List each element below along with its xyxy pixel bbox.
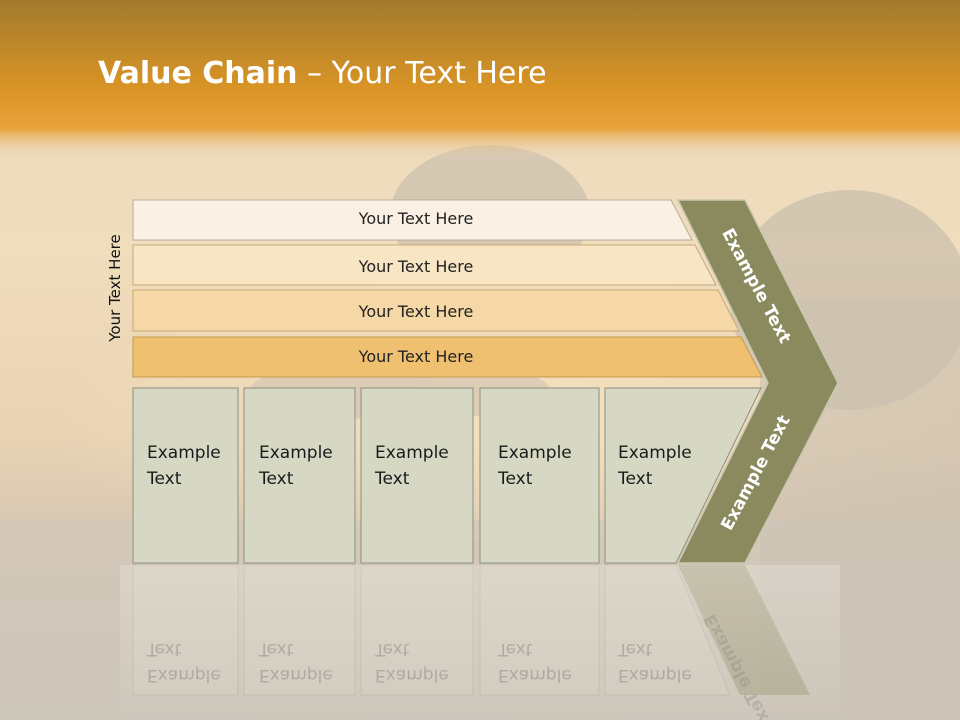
row-label-3: Your Text Here <box>358 302 474 321</box>
box-1-line2: Text <box>147 469 182 489</box>
reflection-1-line1: Example <box>147 665 221 685</box>
reflection-4-line2: Text <box>498 639 533 659</box>
reflection-label-1: Example Text <box>147 636 247 688</box>
row-label-2: Your Text Here <box>358 257 474 276</box>
reflection-label-4: Example Text <box>498 636 598 688</box>
reflection-1-line2: Text <box>147 639 182 659</box>
chevron-arrow <box>676 199 839 564</box>
box-2-line1: Example <box>259 443 333 463</box>
box-2-line2: Text <box>259 469 294 489</box>
box-4-line1: Example <box>498 443 572 463</box>
box-3-line2: Text <box>375 469 410 489</box>
box-3 <box>360 387 474 564</box>
reflection-label-5: Example Text <box>618 636 718 688</box>
box-4-line2: Text <box>498 469 533 489</box>
box-5-line1: Example <box>618 443 692 463</box>
box-1-line1: Example <box>147 443 221 463</box>
row-bar-2 <box>132 244 717 286</box>
box-5 <box>604 387 762 564</box>
row-bar-4 <box>132 336 763 378</box>
reflection-3-line2: Text <box>375 639 410 659</box>
reflection-label-2: Example Text <box>259 636 359 688</box>
row-bar-1 <box>132 199 693 241</box>
row-bar-3 <box>132 289 740 332</box>
box-1 <box>132 387 239 564</box>
box-3-line1: Example <box>375 443 449 463</box>
row-label-1: Your Text Here <box>358 209 474 228</box>
reflection-5-line2: Text <box>618 639 653 659</box>
box-4 <box>479 387 600 564</box>
reflection-2-line2: Text <box>259 639 294 659</box>
reflection-4-line1: Example <box>498 665 572 685</box>
reflection-3-line1: Example <box>375 665 449 685</box>
title-bold: Value Chain <box>98 56 298 91</box>
reflection-label-3: Example Text <box>375 636 475 688</box>
slide-title: Value Chain – Your Text Here <box>98 54 547 94</box>
box-2 <box>243 387 356 564</box>
reflection-2-line1: Example <box>259 665 333 685</box>
row-label-4: Your Text Here <box>358 347 474 366</box>
box-5-line2: Text <box>618 469 653 489</box>
title-rest: – Your Text Here <box>297 56 547 91</box>
reflection-5-line1: Example <box>618 665 692 685</box>
